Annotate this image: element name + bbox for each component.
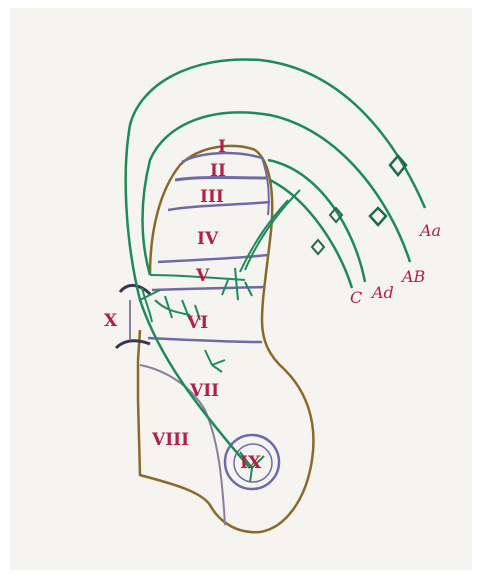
fiber-Ad-label: Ad [370, 283, 394, 302]
lamina-II-label: II [210, 161, 226, 181]
lamina-IV-label: IV [197, 229, 219, 249]
lamina-I-label: I [218, 137, 226, 157]
lamina-V-label: V [195, 266, 210, 286]
lamina-X-label: X [104, 311, 118, 331]
lamina-IX-label: IX [240, 453, 262, 473]
ganglion-C-icon [312, 240, 324, 254]
fiber-C-pathway [270, 180, 352, 288]
fiber-C-label: C [350, 288, 362, 307]
lamina-boundary-VI-VII [148, 338, 262, 342]
lamina-VI-label: VI [186, 313, 208, 333]
fiber-AB-label: AB [400, 267, 426, 286]
fiber-Aa-pathway [126, 59, 425, 468]
lamina-VII-label: VII [189, 381, 219, 401]
lamina-III-label: III [200, 187, 224, 207]
central-canal-lower [116, 341, 150, 348]
central-canal-upper [120, 285, 150, 294]
ganglion-AB-icon [370, 208, 386, 225]
fiber-Aa-label: Aa [418, 221, 441, 240]
fiber-branch-lamina-VII [205, 350, 225, 372]
fiber-AB-pathway [143, 112, 411, 275]
lamina-VIII-label: VIII [151, 430, 189, 450]
